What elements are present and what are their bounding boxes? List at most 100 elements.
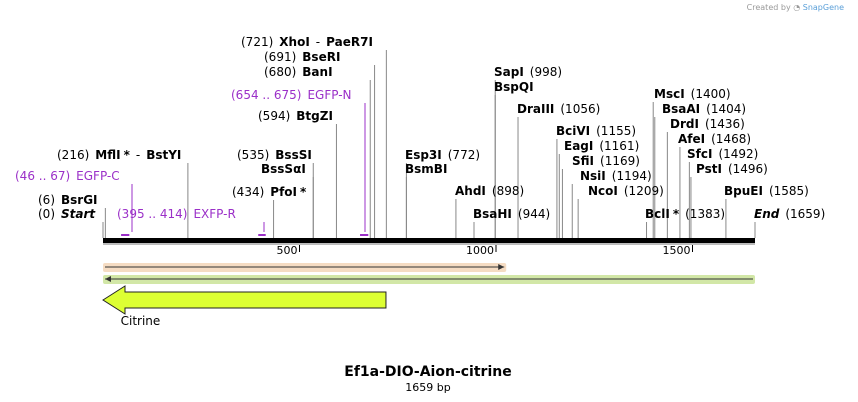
site-position: (1209)	[624, 184, 664, 198]
enzyme-name: BciVI	[556, 124, 590, 138]
site-position: (944)	[518, 207, 550, 221]
site-position: (1169)	[600, 154, 640, 168]
primer-name: EGFP-N	[307, 88, 351, 102]
enzyme-name: XhoI	[279, 35, 310, 49]
site-label: SfiI(1169)	[572, 154, 640, 168]
credit-brand: SnapGene	[802, 3, 844, 12]
primer-labels: (46 .. 67) EGFP-C (395 .. 414) EXFP-R (654 .…	[15, 88, 352, 221]
ruler-tick-label: 1500	[663, 244, 691, 257]
site-position: (1492)	[718, 147, 758, 161]
primer-mark	[360, 234, 369, 236]
site-label: NsiI (1194)	[580, 169, 652, 183]
site-label: (216)MflI*-BstYI	[57, 148, 181, 162]
site-label: Esp3I (772)	[405, 148, 480, 162]
primer-range: (654 .. 675)	[231, 88, 301, 102]
ruler: 500 1000 1500	[277, 244, 694, 257]
enzyme-name: MscI	[654, 87, 685, 101]
site-label: BsaHI (944)	[473, 207, 550, 221]
feature-arrow	[102, 285, 387, 315]
enzyme-name: AfeI	[678, 132, 705, 146]
site-label: BpuEI(1585)	[724, 184, 809, 198]
enzyme-name: Esp3I	[405, 148, 442, 162]
ruler-tick-label: 1000	[466, 244, 494, 257]
primer-mark	[121, 234, 130, 236]
site-position: (1383)	[685, 207, 725, 221]
site-label: SfcI (1492)	[687, 147, 758, 161]
site-label: End(1659)	[754, 207, 825, 221]
site-label: MscI (1400)	[654, 87, 731, 101]
backbone-bar	[103, 238, 755, 243]
ruler-tick-label: 500	[277, 244, 298, 257]
enzyme-name: BsaHI	[473, 207, 512, 221]
site-position: (6)	[38, 193, 55, 207]
enzyme-name: BssSI	[275, 148, 312, 162]
enzyme-name: *	[673, 207, 680, 221]
backbone-shadow	[103, 243, 755, 245]
enzyme-name: BtgZI	[296, 109, 333, 123]
site-label: DrdI(1436)	[670, 117, 745, 131]
site-label: (680)BanI	[264, 65, 333, 79]
site-position: (594)	[258, 109, 290, 123]
site-label: (721) XhoI-PaeR7I	[241, 35, 373, 49]
site-position: (998)	[530, 65, 562, 79]
primer-label: (654 .. 675) EGFP-N	[231, 88, 352, 102]
plasmid-title: Ef1a-DIO-Aion-citrine	[344, 364, 511, 380]
enzyme-name: NsiI	[580, 169, 606, 183]
primer-name: EGFP-C	[76, 169, 119, 183]
enzyme-name: SfcI	[687, 147, 712, 161]
enzyme-name: DrdI	[670, 117, 699, 131]
enzyme-name: BsmBI	[405, 162, 447, 176]
site-label: (0)Start	[38, 207, 96, 221]
site-position: (434)	[232, 185, 264, 199]
site-position: (721)	[241, 35, 273, 49]
site-label: BspQI	[494, 80, 534, 94]
site-position: (1056)	[560, 102, 600, 116]
enzyme-name: Start	[61, 207, 96, 221]
site-position: (1194)	[612, 169, 652, 183]
site-label: (691)BseRI	[264, 50, 340, 64]
snapgene-credit: Created by ◔ SnapGene	[747, 3, 844, 12]
site-position: (772)	[448, 148, 480, 162]
enzyme-name: End	[754, 207, 780, 221]
enzyme-name: PstI	[696, 162, 722, 176]
enzyme-name: BclI	[645, 207, 670, 221]
site-position: (691)	[264, 50, 296, 64]
site-position: (535)	[237, 148, 269, 162]
site-position: -	[316, 35, 320, 49]
site-label: EagI(1161)	[564, 139, 639, 153]
plasmid-length: 1659 bp	[405, 381, 450, 394]
feature-arrowhead	[498, 264, 505, 270]
enzyme-name: NcoI	[588, 184, 618, 198]
site-label: AhdI (898)	[455, 184, 524, 198]
site-position: (1404)	[706, 102, 746, 116]
site-label: (434) PfoI*	[232, 185, 307, 199]
site-label: AfeI(1468)	[678, 132, 751, 146]
site-position: (898)	[492, 184, 524, 198]
primer-name: EXFP-R	[193, 207, 235, 221]
site-label: (6)BsrGI	[38, 193, 98, 207]
enzyme-name: BssSαI	[261, 162, 306, 176]
site-position: -	[136, 148, 140, 162]
enzyme-name: AhdI	[455, 184, 486, 198]
enzyme-name: BanI	[302, 65, 332, 79]
site-lines	[102, 50, 756, 238]
primer-range: (46 .. 67)	[15, 169, 70, 183]
enzyme-name: DraIII	[517, 102, 554, 116]
enzyme-name: PaeR7I	[326, 35, 373, 49]
site-position: (1400)	[691, 87, 731, 101]
site-label: BsaAI(1404)	[662, 102, 746, 116]
primer-label: (46 .. 67) EGFP-C	[15, 169, 120, 183]
site-label: BciVI(1155)	[556, 124, 636, 138]
enzyme-name: PfoI	[270, 185, 297, 199]
credit-prefix: Created by	[746, 3, 791, 12]
feature-label: Citrine	[121, 314, 161, 328]
enzyme-name: BstYI	[146, 148, 181, 162]
primer-range: (395 .. 414)	[117, 207, 187, 221]
primer-label: (395 .. 414) EXFP-R	[117, 207, 236, 221]
site-label: (594) BtgZI	[258, 109, 333, 123]
primer-mark	[258, 234, 266, 236]
site-labels: (6)BsrGI(0)Start (216)MflI*-BstYI (434) Pfo…	[38, 35, 825, 221]
enzyme-name: *	[300, 185, 307, 199]
enzyme-name: BspQI	[494, 80, 534, 94]
enzyme-name: BpuEI	[724, 184, 763, 198]
